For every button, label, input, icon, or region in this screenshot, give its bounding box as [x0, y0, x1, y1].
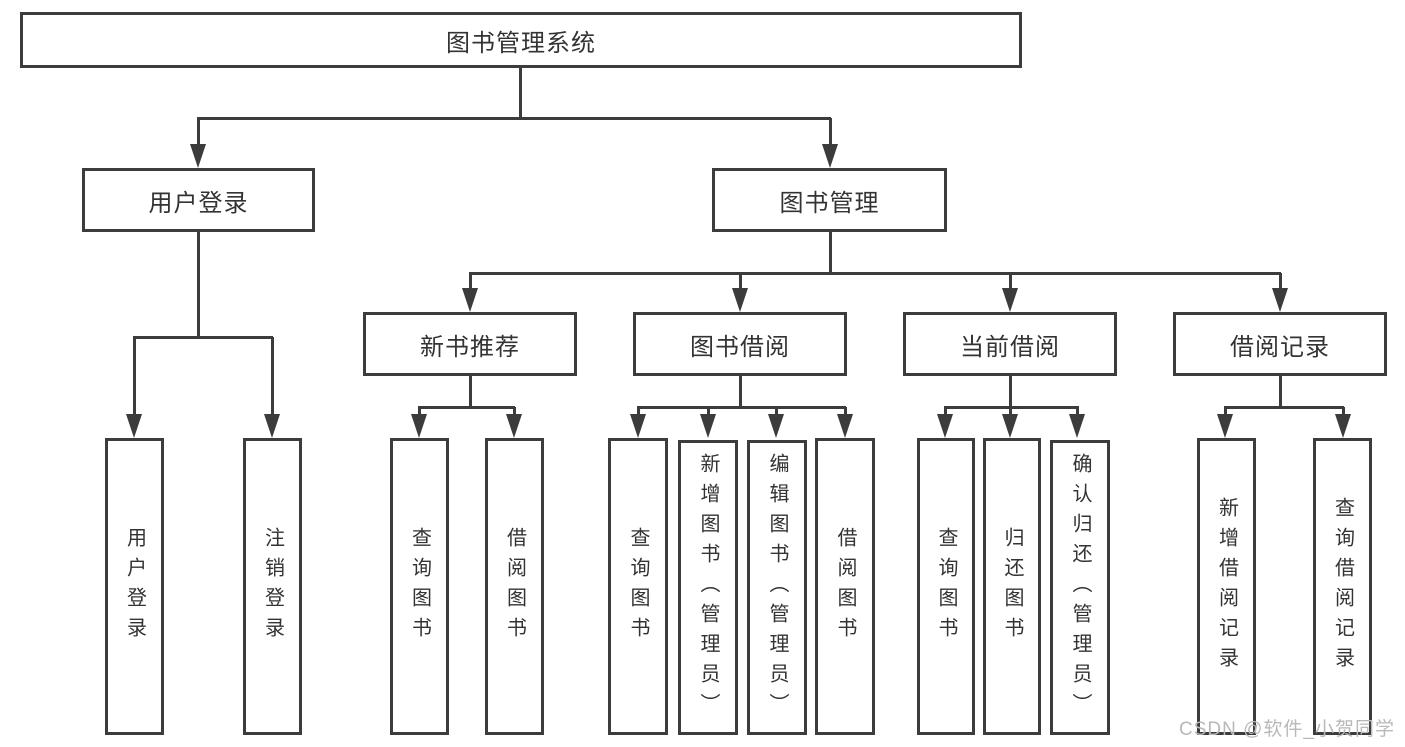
arrow-down: [506, 414, 522, 438]
leaf-borrow-books: 借阅图书: [815, 438, 875, 735]
connector-bar: [1224, 406, 1344, 409]
connector-user-login-stem: [197, 232, 200, 339]
connector-drop: [1009, 407, 1012, 416]
arrow-down: [190, 144, 206, 168]
connector-book-mgmt-stem: [829, 232, 832, 275]
node-book-borrowing: 图书借阅: [633, 312, 847, 376]
leaf-add-borrow-record: 新增借阅记录: [1197, 438, 1256, 735]
leaf-confirm-return-admin-label: 确认归还（管理员）: [1069, 452, 1091, 723]
leaf-borrow-books-recommend: 借阅图书: [485, 438, 544, 735]
connector-drop: [1009, 273, 1012, 290]
connector-drop: [707, 407, 710, 416]
connector-drop: [775, 407, 778, 416]
arrow-down: [937, 414, 953, 438]
connector-bar: [418, 406, 515, 409]
node-current-borrowing-label: 当前借阅: [960, 333, 1060, 361]
leaf-borrow-books-label: 借阅图书: [834, 526, 856, 647]
connector-drop: [133, 337, 136, 416]
arrow-down: [1002, 288, 1018, 312]
connector-stem: [739, 376, 742, 409]
watermark-text: CSDN @软件_小贺同学: [1179, 719, 1395, 740]
node-book-borrowing-label: 图书借阅: [690, 333, 790, 361]
arrow-down: [630, 414, 646, 438]
leaf-add-books-admin: 新增图书（管理员）: [678, 440, 738, 735]
connector-user-login-bar: [133, 336, 273, 339]
leaf-query-borrow-record-label: 查询借阅记录: [1331, 496, 1354, 677]
node-borrowing-records-label: 借阅记录: [1230, 333, 1330, 361]
leaf-return-books-label: 归还图书: [1001, 526, 1023, 647]
leaf-add-borrow-record-label: 新增借阅记录: [1215, 496, 1238, 677]
connector-drop: [271, 337, 274, 416]
arrow-down: [462, 288, 478, 312]
leaf-query-books-recommend-label: 查询图书: [408, 526, 431, 647]
leaf-query-books-borrow-label: 查询图书: [627, 526, 649, 647]
connector-root-stem: [519, 68, 522, 120]
connector-drop: [944, 407, 947, 416]
node-borrowing-records: 借阅记录: [1173, 312, 1387, 376]
node-root-label: 图书管理系统: [446, 29, 596, 57]
arrow-down: [411, 414, 427, 438]
connector-drop: [1224, 407, 1227, 416]
connector-drop: [739, 273, 742, 290]
connector-bar: [637, 406, 846, 409]
leaf-query-books-borrow: 查询图书: [608, 438, 668, 735]
connector-drop: [197, 118, 200, 146]
node-new-book-recommend: 新书推荐: [363, 312, 577, 376]
node-new-book-recommend-label: 新书推荐: [420, 333, 520, 361]
arrow-down: [1272, 288, 1288, 312]
node-book-management-label: 图书管理: [779, 189, 880, 217]
arrow-down: [1335, 414, 1351, 438]
node-current-borrowing: 当前借阅: [903, 312, 1117, 376]
leaf-add-books-admin-label: 新增图书（管理员）: [697, 452, 719, 723]
arrow-down: [1217, 414, 1233, 438]
leaf-query-books-current: 查询图书: [917, 438, 975, 735]
connector-drop: [1076, 407, 1079, 416]
node-root: 图书管理系统: [20, 12, 1022, 68]
leaf-confirm-return-admin: 确认归还（管理员）: [1050, 440, 1110, 735]
arrow-down: [768, 414, 784, 438]
connector-drop: [1279, 273, 1282, 290]
connector-stem: [1009, 376, 1012, 409]
connector-drop: [418, 407, 421, 416]
leaf-user-login-label: 用户登录: [123, 526, 146, 647]
arrow-down: [700, 414, 716, 438]
leaf-return-books: 归还图书: [983, 438, 1041, 735]
leaf-edit-books-admin: 编辑图书（管理员）: [747, 440, 807, 735]
connector-stem: [469, 376, 472, 409]
leaf-query-books-current-label: 查询图书: [935, 526, 957, 647]
arrow-down: [264, 414, 280, 438]
connector-drop: [637, 407, 640, 416]
arrow-down: [126, 414, 142, 438]
node-user-login: 用户登录: [82, 168, 315, 232]
arrow-down: [1002, 414, 1018, 438]
connector-drop: [1342, 407, 1345, 416]
arrow-down: [822, 144, 838, 168]
leaf-logout: 注销登录: [243, 438, 302, 735]
arrow-down: [732, 288, 748, 312]
arrow-down: [1069, 414, 1085, 438]
leaf-borrow-books-recommend-label: 借阅图书: [503, 526, 526, 647]
connector-book-mgmt-bar: [469, 272, 1281, 275]
connector-drop: [513, 407, 516, 416]
connector-drop: [469, 273, 472, 290]
connector-stem: [1279, 376, 1282, 409]
leaf-logout-label: 注销登录: [261, 526, 284, 647]
node-user-login-label: 用户登录: [148, 189, 249, 217]
connector-drop: [829, 118, 832, 146]
connector-drop: [844, 407, 847, 416]
leaf-user-login: 用户登录: [105, 438, 164, 735]
leaf-query-books-recommend: 查询图书: [390, 438, 449, 735]
arrow-down: [837, 414, 853, 438]
leaf-query-borrow-record: 查询借阅记录: [1313, 438, 1372, 735]
connector-root-bar: [197, 117, 831, 120]
leaf-edit-books-admin-label: 编辑图书（管理员）: [766, 452, 788, 723]
node-book-management: 图书管理: [712, 168, 947, 232]
